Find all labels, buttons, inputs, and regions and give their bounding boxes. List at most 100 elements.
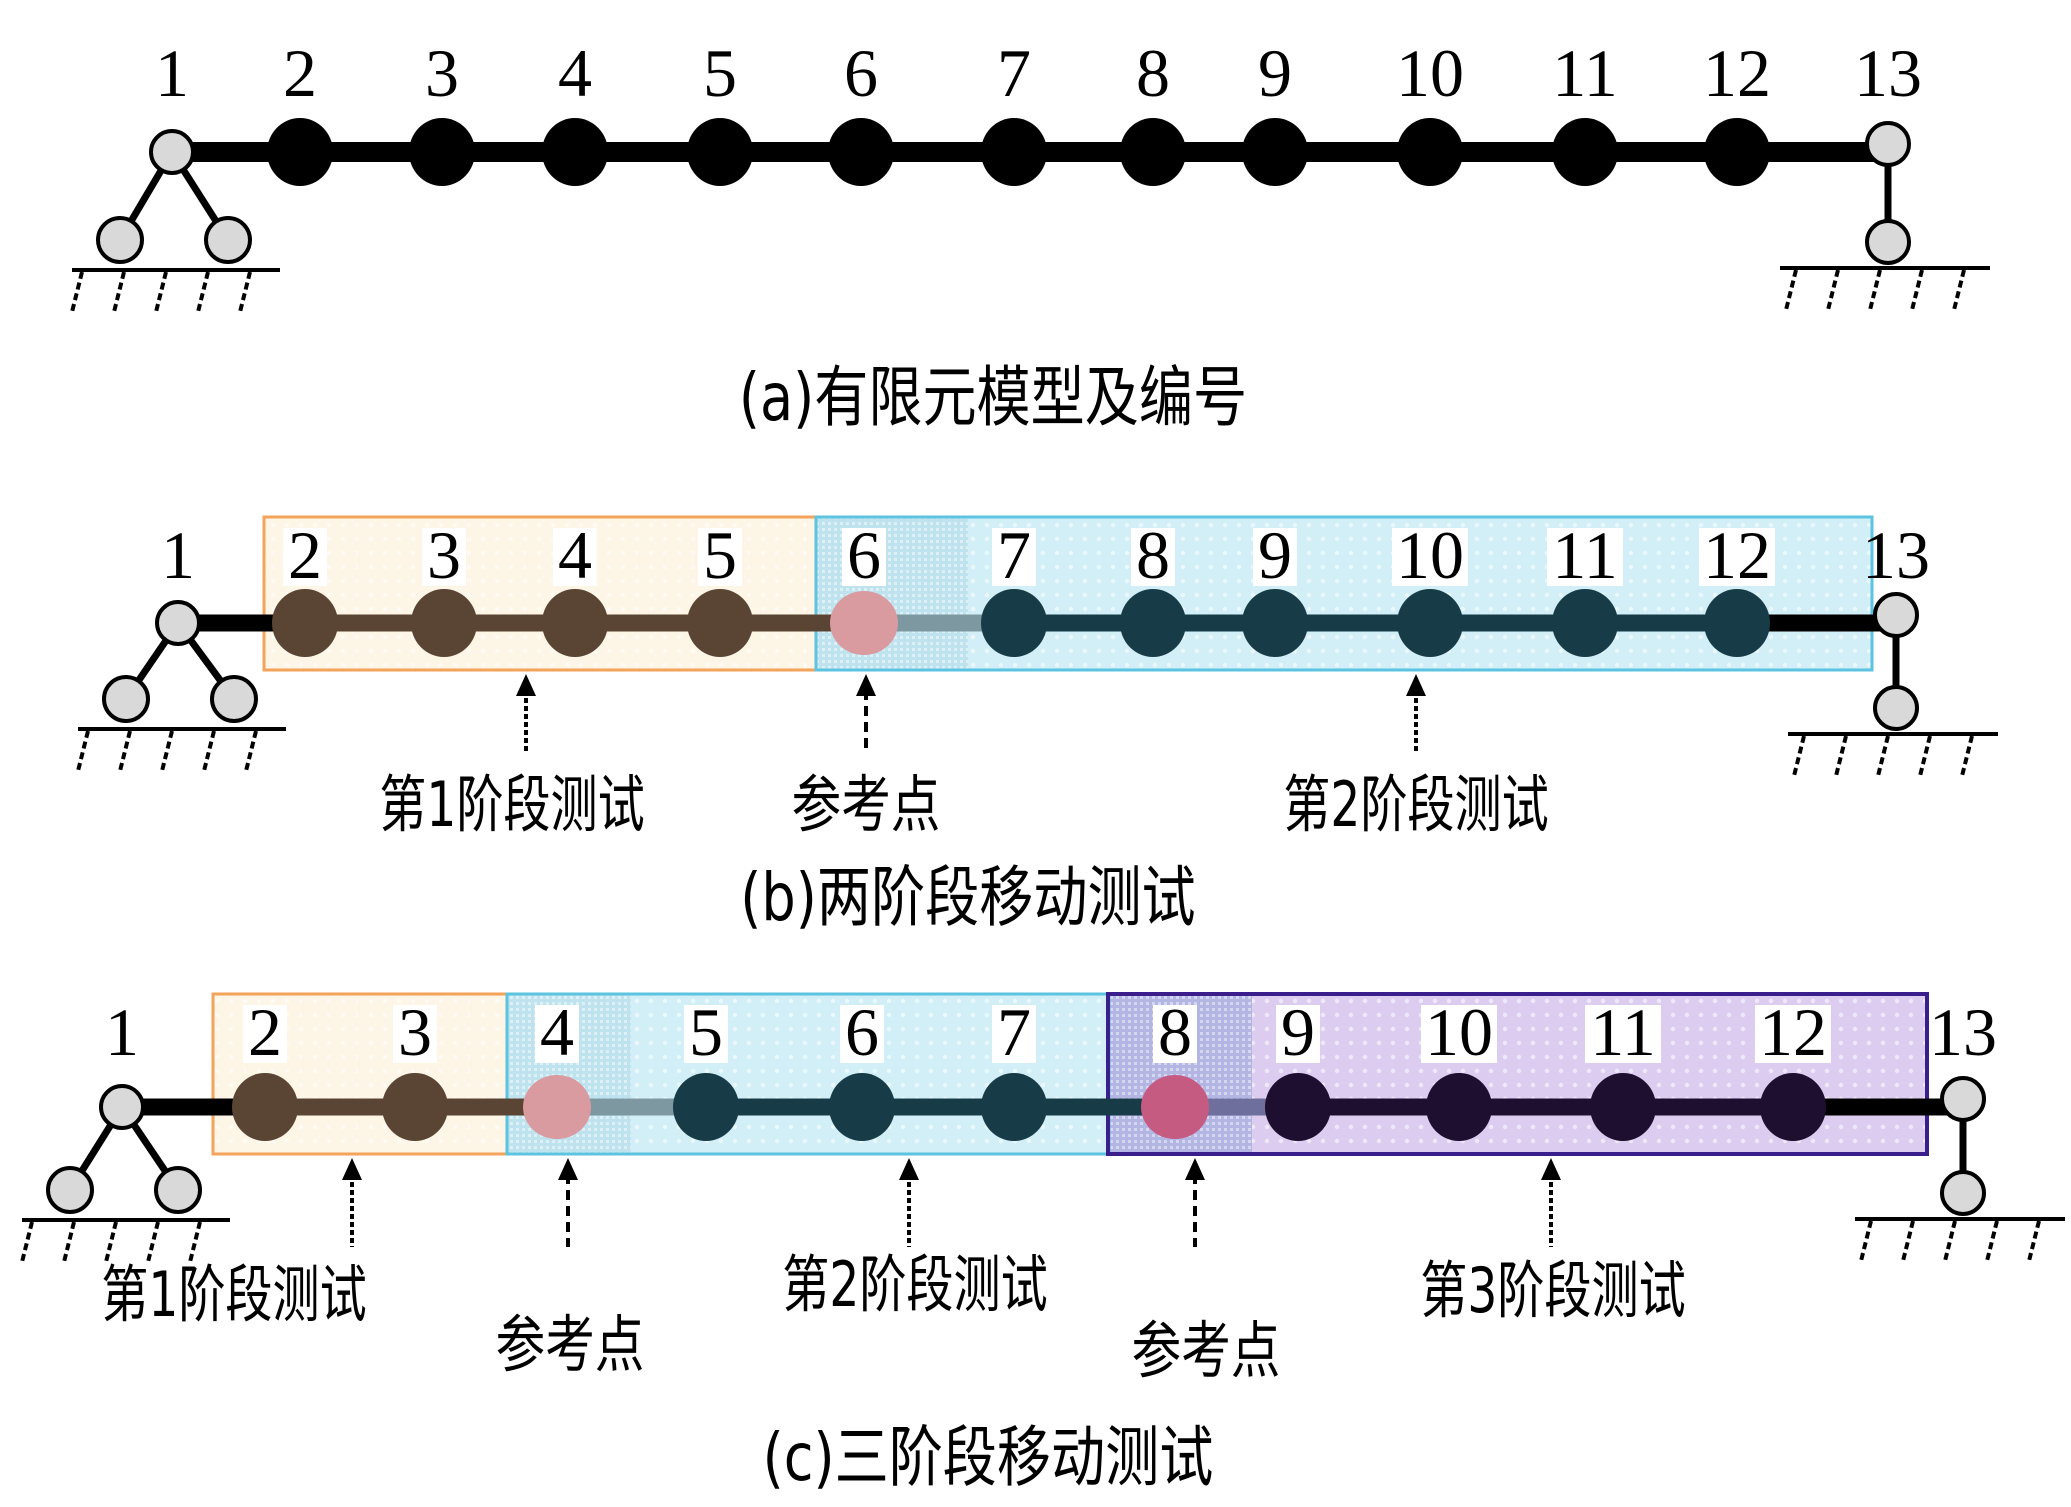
ground-hatch bbox=[1943, 1220, 1957, 1262]
ground-hatch bbox=[112, 271, 126, 313]
annotation-reference-point-label: 参考点 bbox=[1132, 1316, 1281, 1388]
node-number-label: 11 bbox=[1590, 994, 1655, 1070]
node-label-background bbox=[992, 528, 1036, 586]
roller-icon bbox=[1865, 219, 1911, 265]
reference-node-4 bbox=[523, 1075, 591, 1139]
node-6 bbox=[828, 118, 894, 186]
node-label-background bbox=[842, 528, 886, 586]
node-number-label: 2 bbox=[248, 994, 282, 1070]
annotation-stage-2-label: 第2阶段测试 bbox=[1283, 769, 1548, 841]
node-label-background bbox=[684, 1005, 728, 1063]
ground-hatch bbox=[202, 730, 216, 772]
node-number-label: 8 bbox=[1136, 517, 1170, 593]
ground-hatch bbox=[1859, 1220, 1873, 1262]
node-label-background bbox=[243, 1005, 287, 1063]
node-7 bbox=[981, 589, 1047, 657]
node-label-background bbox=[840, 1005, 884, 1063]
node-label-background bbox=[535, 1005, 579, 1063]
arrow-up-icon bbox=[1541, 1158, 1561, 1180]
annotation-arrow-stage-2 bbox=[1406, 674, 1426, 752]
node-10 bbox=[1397, 118, 1463, 186]
ground-hatch bbox=[104, 1221, 118, 1263]
node-label-background bbox=[1131, 528, 1175, 586]
node-label-background bbox=[1253, 528, 1297, 586]
node-label-background bbox=[1547, 528, 1623, 586]
ground-hatch bbox=[2027, 1220, 2041, 1262]
left-support bbox=[20, 1084, 230, 1263]
stage-3-border bbox=[1106, 992, 1929, 1156]
node-label-background bbox=[1421, 1005, 1497, 1063]
ground-hatch bbox=[1910, 269, 1924, 311]
ground-hatch bbox=[188, 1221, 202, 1263]
roller-icon bbox=[1873, 685, 1919, 731]
node-10 bbox=[1397, 589, 1463, 657]
node-number-label: 7 bbox=[997, 517, 1031, 593]
ground-hatch bbox=[62, 1221, 76, 1263]
annotation-arrow-ref-4 bbox=[558, 1158, 578, 1247]
annotation-stage-3-label: 第3阶段测试 bbox=[1420, 1255, 1685, 1327]
roller-icon bbox=[96, 216, 144, 264]
roller-icon bbox=[204, 216, 252, 264]
ground-hatch bbox=[238, 271, 252, 313]
left-support bbox=[76, 600, 286, 772]
node-number-label: 2 bbox=[283, 35, 317, 111]
node-8 bbox=[1120, 118, 1186, 186]
node-6 bbox=[829, 1073, 895, 1141]
ground-hatch bbox=[160, 730, 174, 772]
node-number-label: 2 bbox=[288, 517, 322, 593]
roller-icon bbox=[102, 675, 150, 723]
panel-b-caption: (b)两阶段移动测试 bbox=[740, 860, 1195, 937]
right-support bbox=[1788, 592, 1998, 777]
arrow-up-icon bbox=[1185, 1158, 1205, 1180]
right-support bbox=[1855, 1076, 2065, 1262]
node-number-label: 5 bbox=[703, 35, 737, 111]
node-number-label: 1 bbox=[155, 35, 189, 111]
ground-hatch bbox=[118, 730, 132, 772]
ground-hatch bbox=[154, 271, 168, 313]
node-12 bbox=[1760, 1073, 1826, 1141]
arrow-up-icon bbox=[856, 674, 876, 696]
node-label-background bbox=[1699, 528, 1775, 586]
reference-node-6 bbox=[830, 591, 898, 655]
node-9 bbox=[1242, 589, 1308, 657]
ground-hatch bbox=[244, 730, 258, 772]
ground-hatch bbox=[1792, 735, 1806, 777]
support-node-1 bbox=[99, 1084, 145, 1130]
node-11 bbox=[1552, 589, 1618, 657]
roller-icon bbox=[210, 675, 258, 723]
support-node-1 bbox=[155, 600, 201, 646]
ground-hatch bbox=[76, 730, 90, 772]
node-number-label: 12 bbox=[1759, 994, 1827, 1070]
annotation-stage-1-label: 第1阶段测试 bbox=[379, 769, 644, 841]
node-label-background bbox=[393, 1005, 437, 1063]
annotation-arrow-stage-3 bbox=[1541, 1158, 1561, 1247]
node-number-label: 11 bbox=[1552, 517, 1617, 593]
annotation-arrow-stage-1 bbox=[516, 674, 536, 752]
node-label-background bbox=[1392, 528, 1468, 586]
ground-hatch bbox=[1876, 735, 1890, 777]
node-number-label: 9 bbox=[1258, 35, 1292, 111]
support-node-13 bbox=[1940, 1076, 1986, 1122]
node-number-label: 13 bbox=[1854, 35, 1922, 111]
ground-hatch bbox=[1952, 269, 1966, 311]
node-3 bbox=[411, 589, 477, 657]
annotation-arrow-ref-6 bbox=[856, 674, 876, 752]
node-label-background bbox=[422, 528, 466, 586]
node-number-label: 4 bbox=[558, 35, 592, 111]
reference-overlap-pattern bbox=[816, 517, 968, 670]
node-number-label: 4 bbox=[540, 994, 574, 1070]
node-9 bbox=[1242, 118, 1308, 186]
annotation-reference-point-label: 参考点 bbox=[496, 1310, 645, 1382]
ground-hatch bbox=[1826, 269, 1840, 311]
node-number-label: 5 bbox=[689, 994, 723, 1070]
annotation-reference-point-label: 参考点 bbox=[792, 770, 941, 842]
node-4 bbox=[542, 118, 608, 186]
node-4 bbox=[542, 589, 608, 657]
ground-hatch bbox=[1918, 735, 1932, 777]
arrow-up-icon bbox=[516, 674, 536, 696]
node-number-label: 9 bbox=[1281, 994, 1315, 1070]
node-5 bbox=[687, 589, 753, 657]
node-11 bbox=[1552, 118, 1618, 186]
